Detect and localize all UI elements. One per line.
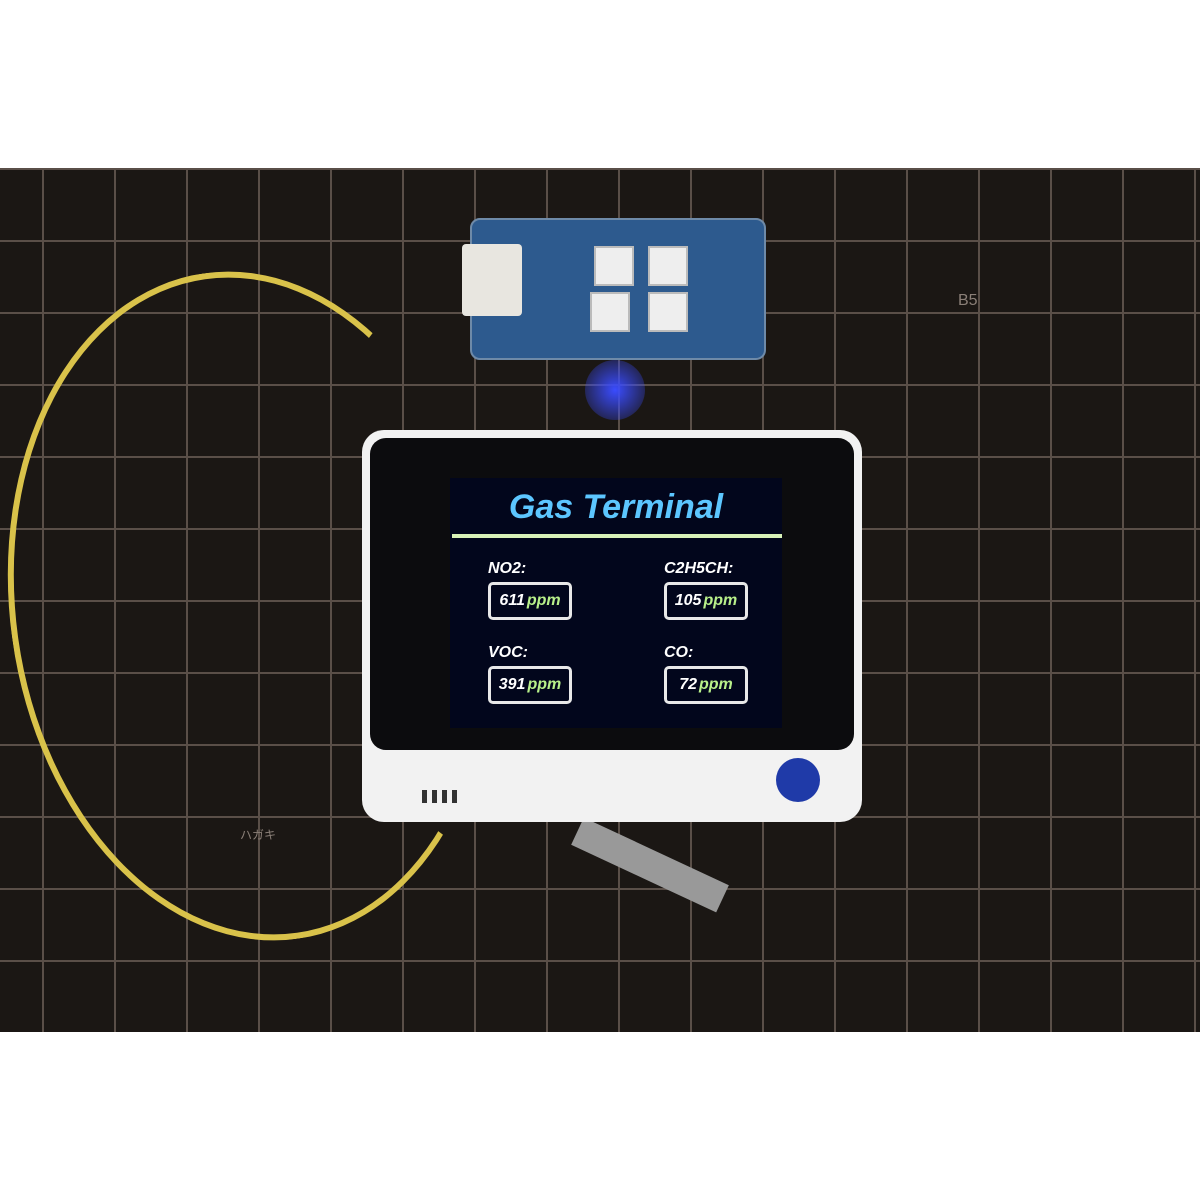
speaker-vent: [432, 790, 437, 803]
grove-connector: [462, 244, 522, 316]
mat-card-mark: ハガキ: [240, 828, 277, 842]
gas-sensor-board: [470, 218, 766, 360]
reading-value: 391: [498, 676, 526, 693]
reading-label: C2H5CH:: [664, 560, 734, 577]
reading-label: VOC:: [488, 644, 528, 661]
reading-unit: ppm: [527, 676, 562, 693]
reading-label: CO:: [664, 644, 694, 661]
five-way-switch[interactable]: [776, 758, 820, 802]
reading-value: 611: [499, 592, 525, 609]
mat-size-mark: B5: [958, 292, 978, 309]
reading-unit: ppm: [703, 592, 738, 609]
sensor-chip: [648, 246, 688, 286]
speaker-vent: [442, 790, 447, 803]
status-led: [585, 360, 645, 420]
reading-label: NO2:: [488, 560, 527, 577]
reading-unit: ppm: [526, 592, 561, 609]
sensor-chip: [590, 292, 630, 332]
sensor-chip: [648, 292, 688, 332]
speaker-vent: [452, 790, 457, 803]
reading-value: 72: [679, 676, 697, 693]
sensor-chip: [594, 246, 634, 286]
title-divider: [452, 534, 782, 538]
speaker-vent: [422, 790, 427, 803]
reading-unit: ppm: [699, 676, 733, 693]
screen-title: Gas Terminal: [508, 488, 724, 526]
reading-value: 105: [674, 592, 702, 609]
